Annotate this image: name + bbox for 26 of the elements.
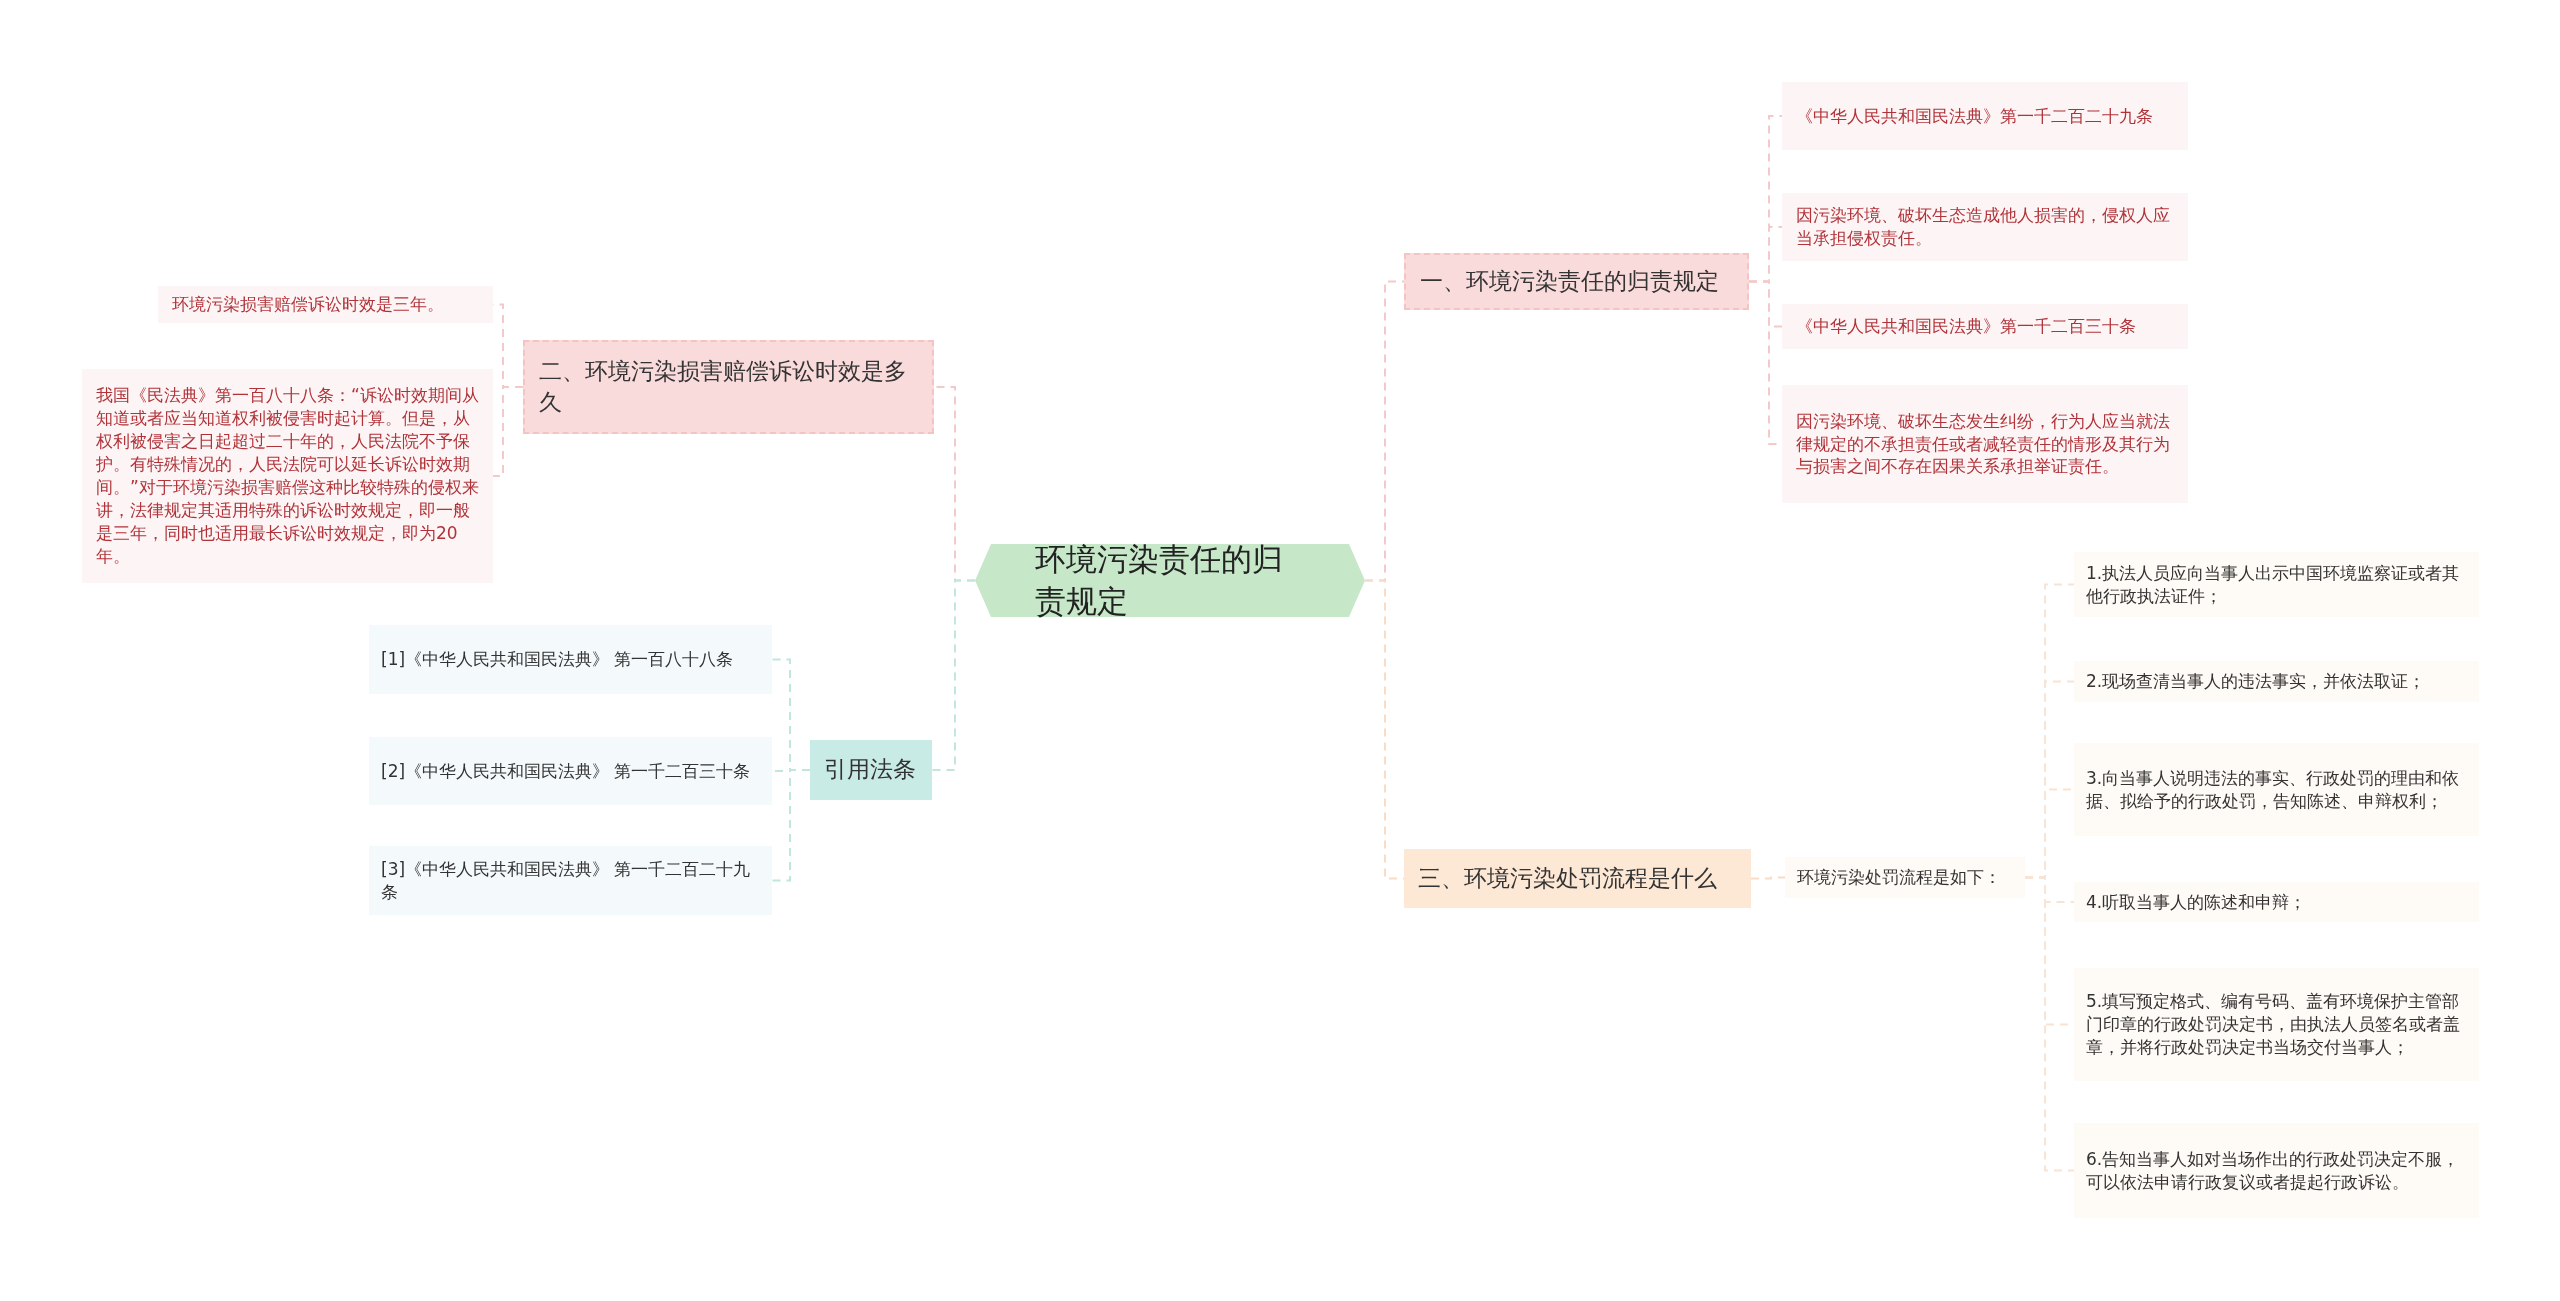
note-box: 《中华人民共和国民法典》第一千二百二十九条 xyxy=(1782,82,2188,150)
topic-box: 二、环境污染损害赔偿诉讼时效是多久 xyxy=(523,340,934,434)
note-box: 6.告知当事人如对当场作出的行政处罚决定不服，可以依法申请行政复议或者提起行政诉讼。 xyxy=(2074,1123,2479,1218)
note-box: [3]《中华人民共和国民法典》 第一千二百二十九条 xyxy=(369,846,772,915)
topic-box: 三、环境污染处罚流程是什么 xyxy=(1404,849,1751,908)
topic-hexagon: 环境污染责任的归责规定 xyxy=(975,544,1365,617)
topic-box: 一、环境污染责任的归责规定 xyxy=(1404,253,1749,310)
connector-line xyxy=(1750,876,1786,880)
note-box: 3.向当事人说明违法的事实、行政处罚的理由和依据、拟给予的行政处罚，告知陈述、申辩权利； xyxy=(2074,743,2479,836)
connector-line xyxy=(492,386,524,477)
note-box: [2]《中华人民共和国民法典》 第一千二百三十条 xyxy=(369,737,772,805)
connector-line xyxy=(931,579,976,771)
note-box: 因污染环境、破坏生态造成他人损害的，侵权人应当承担侵权责任。 xyxy=(1782,193,2188,261)
note-box: 环境污染处罚流程是如下： xyxy=(1785,857,2025,898)
topic-box: 引用法条 xyxy=(810,740,932,800)
note-box: 我国《民法典》第一百八十八条：“诉讼时效期间从知道或者应当知道权利被侵害时起计算。但是，从权利被侵害之日起超过二十年的，人民法院不予保护。有特殊情况的，人民法院可以延长诉讼时效期间。”对于环境污染损害赔偿这种比较特殊的侵权来讲，法律规定其适用特殊的诉讼时效规定，即一般是三年，同时也适用最长诉讼时效规定，即为20年。 xyxy=(82,369,493,583)
note-box: 《中华人民共和国民法典》第一千二百三十条 xyxy=(1782,304,2188,349)
connector-line xyxy=(2024,876,2075,1172)
connector-line xyxy=(771,769,811,882)
note-box: 4.听取当事人的陈述和申辩； xyxy=(2074,882,2479,922)
note-box: 1.执法人员应向当事人出示中国环境监察证或者其他行政执法证件； xyxy=(2074,552,2479,617)
note-box: 5.填写预定格式、编有号码、盖有环境保护主管部门印章的行政处罚决定书，由执法人员签名或者盖章，并将行政处罚决定书当场交付当事人； xyxy=(2074,968,2479,1081)
note-box: 因污染环境、破坏生态发生纠纷，行为人应当就法律规定的不承担责任或者减轻责任的情形及其行为与损害之间不存在因果关系承担举证责任。 xyxy=(1782,385,2188,503)
note-box: 环境污染损害赔偿诉讼时效是三年。 xyxy=(158,286,493,323)
note-box: [1]《中华人民共和国民法典》 第一百八十八条 xyxy=(369,625,772,694)
note-box: 2.现场查清当事人的违法事实，并依法取证； xyxy=(2074,661,2479,702)
